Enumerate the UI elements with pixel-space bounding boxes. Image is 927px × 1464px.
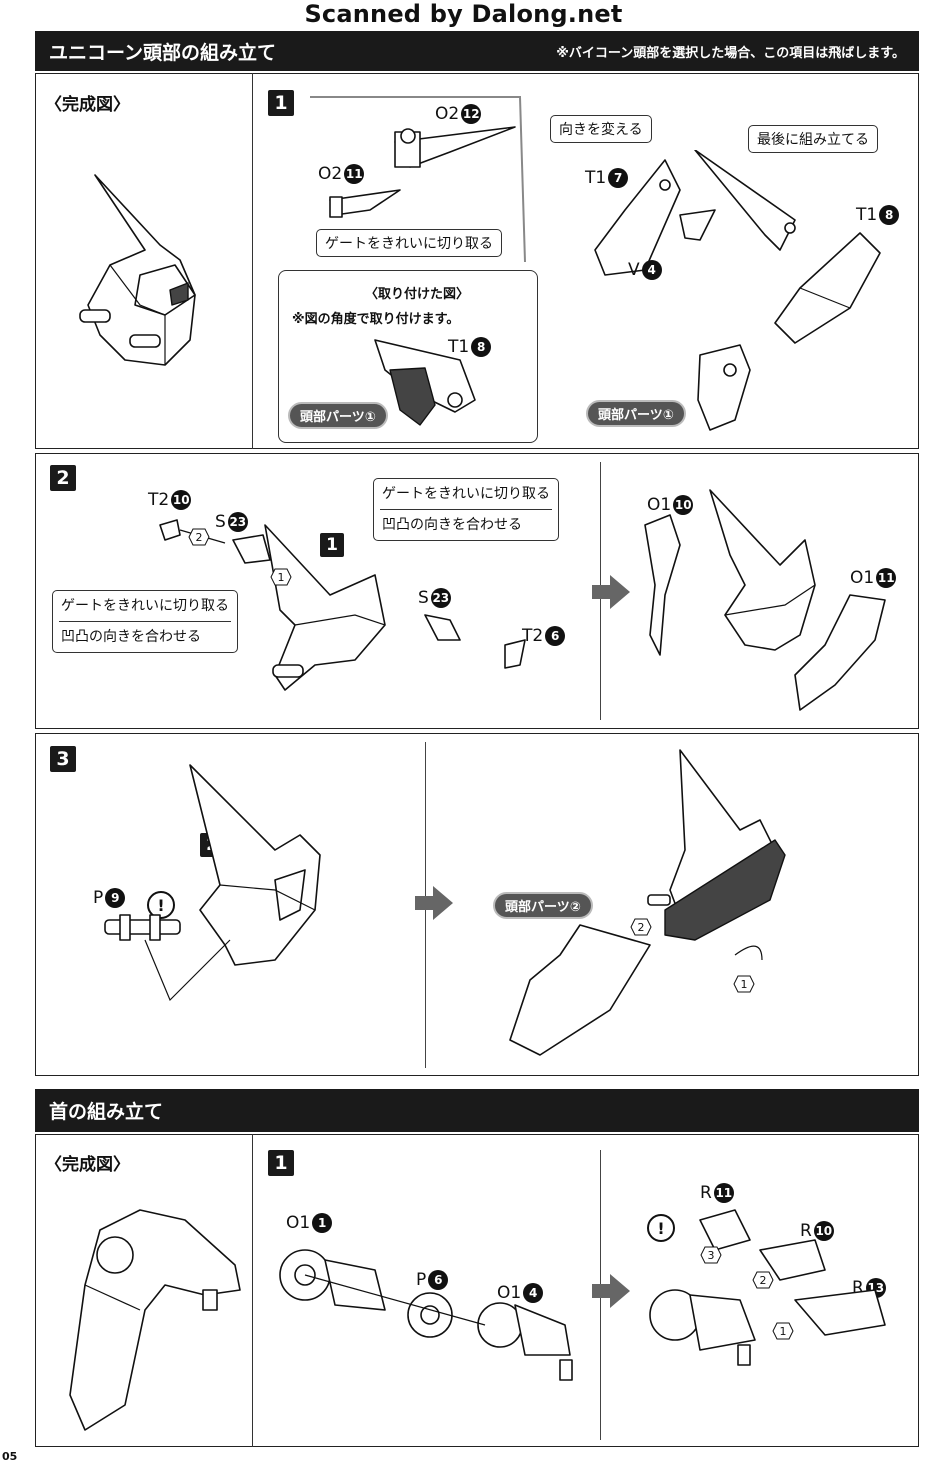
row-neck-panel [35, 1134, 919, 1447]
step2-right-parts-drawing [424, 614, 526, 669]
head-part-2-badge: 頭部パーツ② [493, 892, 593, 919]
scan-watermark: Scanned by Dalong.net [304, 0, 623, 28]
order-marker-2: 2 [630, 918, 652, 936]
divider [252, 73, 253, 449]
divider [252, 1134, 253, 1447]
turn-note: 向きを変える [550, 115, 652, 143]
step2-note-right: ゲートをきれいに切り取る 凹凸の向きを合わせる [373, 478, 559, 541]
attached-view-note: ※図の角度で取り付けます。 [292, 312, 460, 327]
head-part-1-drawing [697, 344, 751, 431]
part-o2-12-drawing [394, 126, 516, 168]
attached-head-part-badge: 頭部パーツ① [288, 402, 388, 429]
step2-note-left: ゲートをきれいに切り取る 凹凸の向きを合わせる [52, 590, 238, 653]
completed-neck-drawing [69, 1209, 241, 1431]
order-marker-2: 2 [752, 1271, 774, 1289]
order-marker-2: 2 [188, 528, 210, 546]
align-note: 凹凸の向きを合わせる [61, 629, 201, 645]
result-arrow-icon [415, 886, 453, 920]
attached-view-drawing [374, 339, 476, 426]
section-title: ユニコーン頭部の組み立て [49, 41, 277, 64]
step3-result-drawing [509, 749, 786, 1056]
row-step3-panel [35, 733, 919, 1076]
step-number: 1 [268, 90, 294, 116]
completed-label: 〈完成図〉 [45, 95, 130, 115]
result-arrow-icon [592, 1274, 630, 1308]
order-marker-1: 1 [270, 568, 292, 586]
step3-head-drawing [189, 764, 321, 966]
section-header-neck: 首の組み立て [35, 1089, 919, 1132]
attached-view-box [278, 270, 538, 443]
completed-label: 〈完成図〉 [45, 1155, 130, 1175]
step2-result-drawing [644, 489, 886, 711]
section-note: ※バイコーン頭部を選択した場合、この項目は飛ばします。 [556, 45, 905, 61]
caution-icon: ! [647, 1214, 675, 1242]
order-marker-3: 3 [700, 1246, 722, 1264]
part-p-9-drawing [104, 914, 231, 1002]
gate-note: ゲートをきれいに切り取る [61, 598, 229, 614]
step-number: 3 [50, 746, 76, 772]
align-note: 凹凸の向きを合わせる [382, 517, 522, 533]
attached-view-title: 〈取り付けた図〉 [365, 287, 470, 302]
section-header-unicorn-head: ユニコーン頭部の組み立て ※バイコーン頭部を選択した場合、この項目は飛ばします。 [35, 31, 919, 71]
section-title: 首の組み立て [49, 1101, 164, 1123]
step2-head-drawing [159, 519, 386, 691]
gate-note: ゲートをきれいに切り取る [316, 229, 502, 257]
gate-note: ゲートをきれいに切り取る [382, 486, 550, 502]
page-number: 05 [2, 1450, 18, 1463]
horn-assembly-drawing [594, 150, 796, 276]
order-marker-1: 1 [733, 975, 755, 993]
head-part-badge: 頭部パーツ① [586, 400, 686, 427]
result-arrow-icon [592, 575, 630, 609]
part-t1-8-drawing [774, 232, 881, 344]
parts-tray [310, 96, 526, 263]
completed-head-drawing [79, 174, 196, 366]
neck-result-drawing [649, 1209, 886, 1366]
step-number: 2 [50, 465, 76, 491]
step-number: 1 [268, 1150, 294, 1176]
subassembly-ref: 1 [320, 533, 344, 557]
last-note: 最後に組み立てる [748, 125, 878, 153]
part-o2-11-drawing [329, 189, 401, 218]
neck-parts-drawing [279, 1249, 573, 1381]
order-marker-1: 1 [772, 1322, 794, 1340]
